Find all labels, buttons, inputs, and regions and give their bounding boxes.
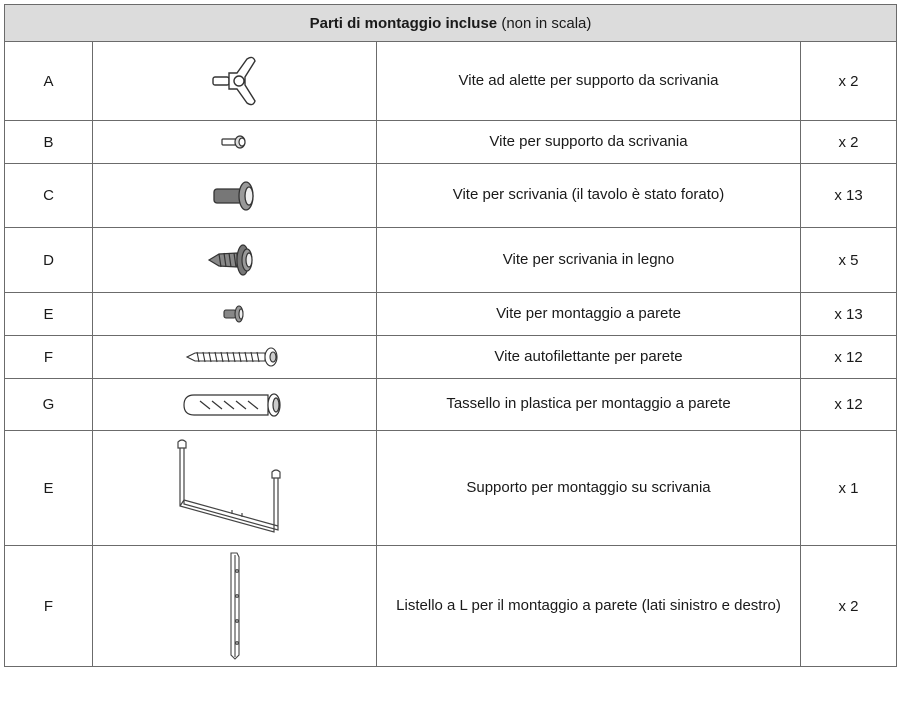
table-row: C Vite per scrivania (il tavolo è stato … [4,163,897,228]
part-image [92,292,377,336]
header-note: (non in scala) [497,14,592,32]
wall-screw-icon [222,305,244,323]
self-tapping-screw-icon [185,347,278,367]
part-description: Vite ad alette per supporto da scrivania [376,41,801,121]
table-row: F Listello a L per il montaggio a parete… [4,545,897,667]
part-letter: D [4,227,93,293]
part-image [92,163,377,228]
table-row: E Supporto per montaggio su scrivania x … [4,430,897,546]
table-row: E Vite per montaggio a parete x 13 [4,292,897,336]
part-quantity: x 13 [800,292,897,336]
part-image [92,120,377,164]
part-letter: F [4,545,93,667]
part-letter: E [4,292,93,336]
table-row: F Vite autofilettante per parete x 12 [4,335,897,379]
part-description: Tassello in plastica per montaggio a par… [376,378,801,431]
table-row: G Tassello in plastica per montaggio a p… [4,378,897,431]
table-row: B Vite per supporto da scrivania x 2 [4,120,897,164]
part-quantity: x 2 [800,41,897,121]
table-header: Parti di montaggio incluse (non in scala… [4,4,897,42]
part-letter: F [4,335,93,379]
wood-screw-icon [207,244,253,276]
part-description: Supporto per montaggio su scrivania [376,430,801,546]
table-row: D Vite per scrivania in legno x 5 [4,227,897,293]
part-image [92,41,377,121]
desk-screw-icon [212,180,254,211]
part-quantity: x 12 [800,335,897,379]
part-letter: E [4,430,93,546]
desk-bracket-icon [176,439,281,533]
part-quantity: x 1 [800,430,897,546]
part-quantity: x 5 [800,227,897,293]
part-letter: B [4,120,93,164]
plastic-anchor-icon [182,392,281,417]
part-description: Vite per scrivania in legno [376,227,801,293]
part-image [92,227,377,293]
part-description: Vite autofilettante per parete [376,335,801,379]
part-image [92,378,377,431]
part-description: Vite per montaggio a parete [376,292,801,336]
part-description: Vite per supporto da scrivania [376,120,801,164]
part-letter: A [4,41,93,121]
parts-table: Parti di montaggio incluse (non in scala… [4,4,897,667]
part-letter: C [4,163,93,228]
table-row: A Vite ad alette per supporto da scrivan… [4,41,897,121]
wing-screw-icon [211,56,256,106]
part-quantity: x 13 [800,163,897,228]
part-quantity: x 12 [800,378,897,431]
part-description: Vite per scrivania (il tavolo è stato fo… [376,163,801,228]
part-description: Listello a L per il montaggio a parete (… [376,545,801,667]
l-bracket-icon [229,552,240,660]
header-title: Parti di montaggio incluse [309,14,498,32]
part-image [92,335,377,379]
part-image [92,545,377,667]
small-screw-icon [220,135,246,149]
part-quantity: x 2 [800,120,897,164]
part-letter: G [4,378,93,431]
part-image [92,430,377,546]
part-quantity: x 2 [800,545,897,667]
